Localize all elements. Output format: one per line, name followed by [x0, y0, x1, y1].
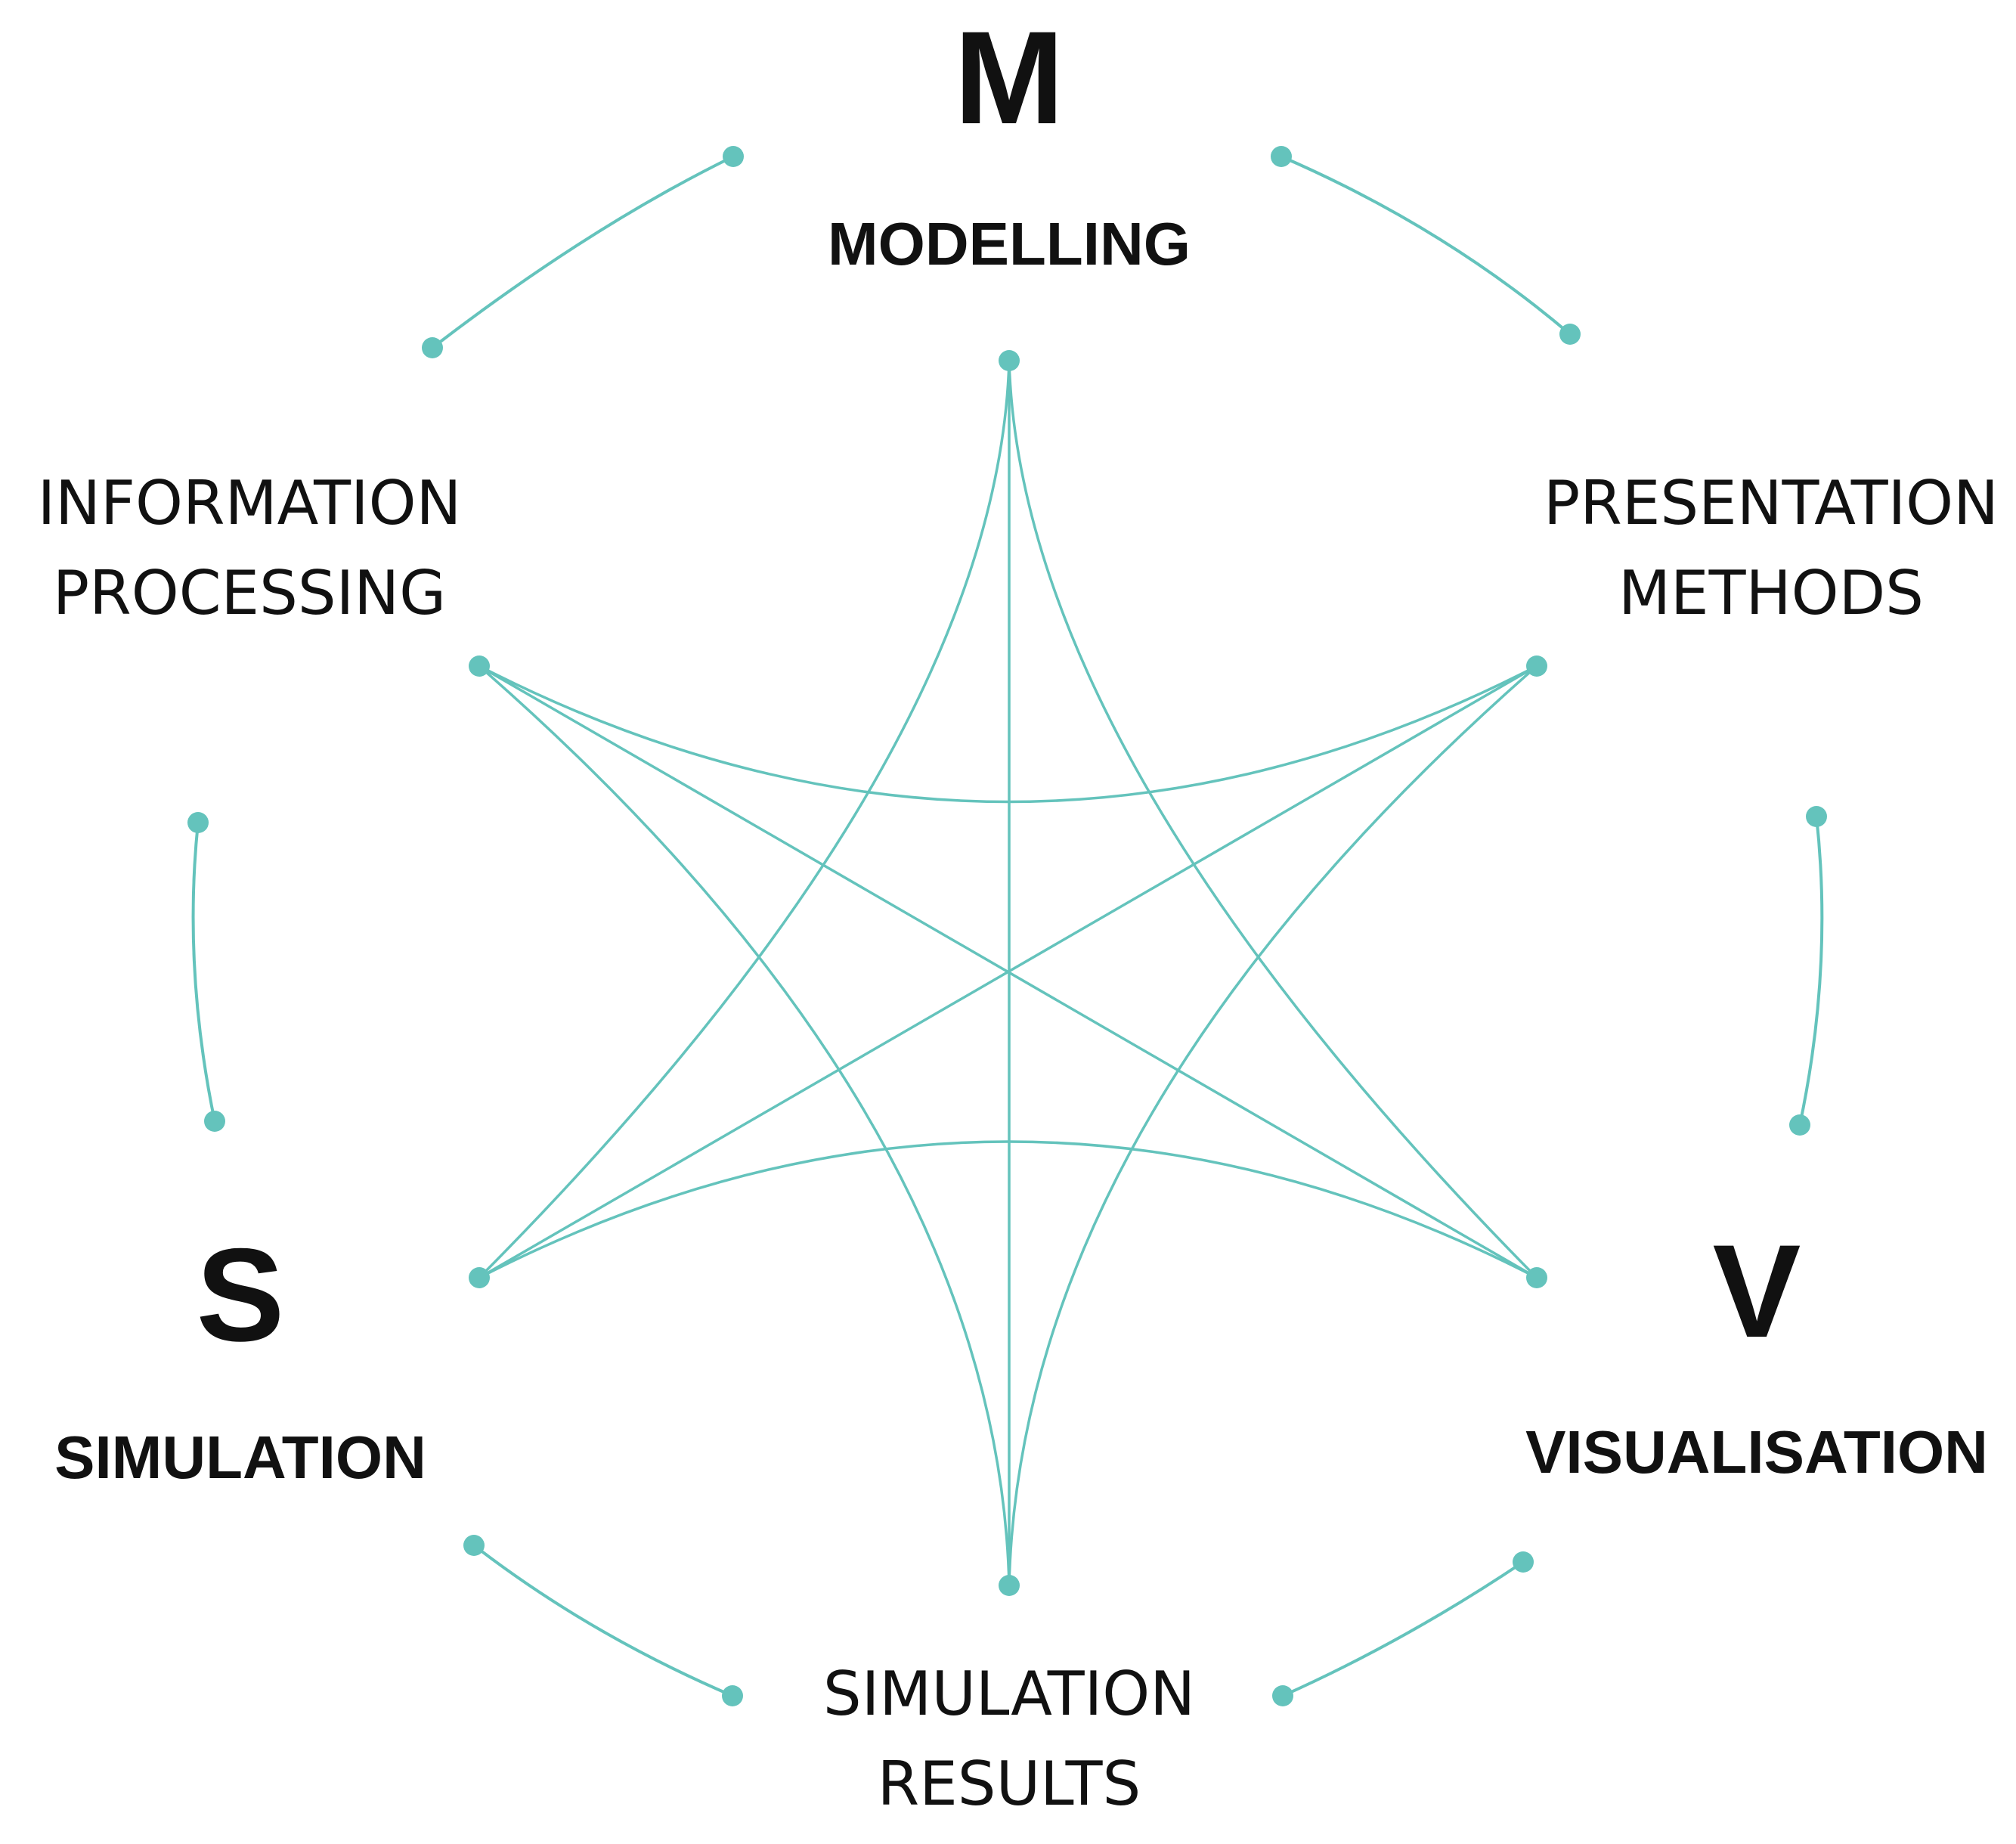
node-dot-visualisation — [1526, 1267, 1547, 1288]
arc-endpoint-dot — [723, 146, 744, 167]
node-dots — [187, 146, 1827, 1706]
simulation-letter: S — [197, 1222, 285, 1369]
modelling-label: MODELLING — [828, 210, 1191, 277]
modelling-letter: M — [954, 5, 1064, 152]
presentation-methods-label-line2: METHODS — [1618, 558, 1924, 628]
arc-endpoint-dot — [722, 1685, 743, 1706]
presentation-methods-label-line1: PRESENTATION — [1544, 468, 1999, 538]
diagram-labels: M MODELLING INFORMATION PROCESSING PRESE… — [38, 5, 1999, 1819]
connection-curve-top-upperright — [1008, 360, 1538, 1279]
node-dot-simulation — [469, 1267, 490, 1288]
outer-arc-top-left — [431, 155, 734, 349]
node-dot-modelling — [999, 350, 1020, 371]
outer-arc-bottom-left — [472, 1544, 733, 1697]
visualisation-label: VISUALISATION — [1525, 1418, 1988, 1486]
information-processing-label-line1: INFORMATION — [38, 468, 462, 538]
arc-endpoint-dot — [1559, 324, 1581, 345]
arc-endpoint-dot — [204, 1111, 225, 1132]
simulation-label: SIMULATION — [54, 1424, 426, 1491]
outer-arc-ring — [191, 155, 1824, 1697]
arc-endpoint-dot — [1513, 1551, 1534, 1573]
information-processing-label-line2: PROCESSING — [53, 558, 446, 628]
arc-endpoint-dot — [1272, 1685, 1293, 1706]
arc-endpoint-dot — [187, 812, 209, 833]
arc-endpoint-dot — [1789, 1114, 1810, 1136]
connection-curve-lowerleft-lowerright — [478, 1140, 1538, 1279]
node-dot-simulation-results — [999, 1575, 1020, 1596]
arc-endpoint-dot — [463, 1535, 485, 1556]
connection-curve-top-upperleft — [478, 360, 1011, 1279]
simulation-results-label-line2: RESULTS — [878, 1749, 1141, 1819]
arc-endpoint-dot — [1271, 146, 1292, 167]
outer-arc-top-right — [1281, 155, 1572, 336]
outer-arc-bottom-right — [1282, 1560, 1525, 1697]
arc-endpoint-dot — [1806, 806, 1827, 827]
outer-arc-right — [1798, 816, 1824, 1126]
node-dot-presentation-methods — [1526, 655, 1547, 677]
connection-curve-upperleft-upperright — [478, 665, 1538, 804]
visualisation-letter: V — [1713, 1218, 1801, 1365]
node-dot-information-processing — [469, 655, 490, 677]
outer-arc-left — [191, 822, 216, 1122]
connection-line-upperright-lowerleft — [478, 665, 1538, 1279]
simulation-results-label-line1: SIMULATION — [823, 1659, 1195, 1729]
connection-curve-upperright-bottom — [1008, 665, 1538, 1586]
connection-network — [478, 360, 1538, 1586]
connection-curve-upperleft-bottom — [478, 665, 1011, 1586]
arc-endpoint-dot — [422, 337, 443, 358]
